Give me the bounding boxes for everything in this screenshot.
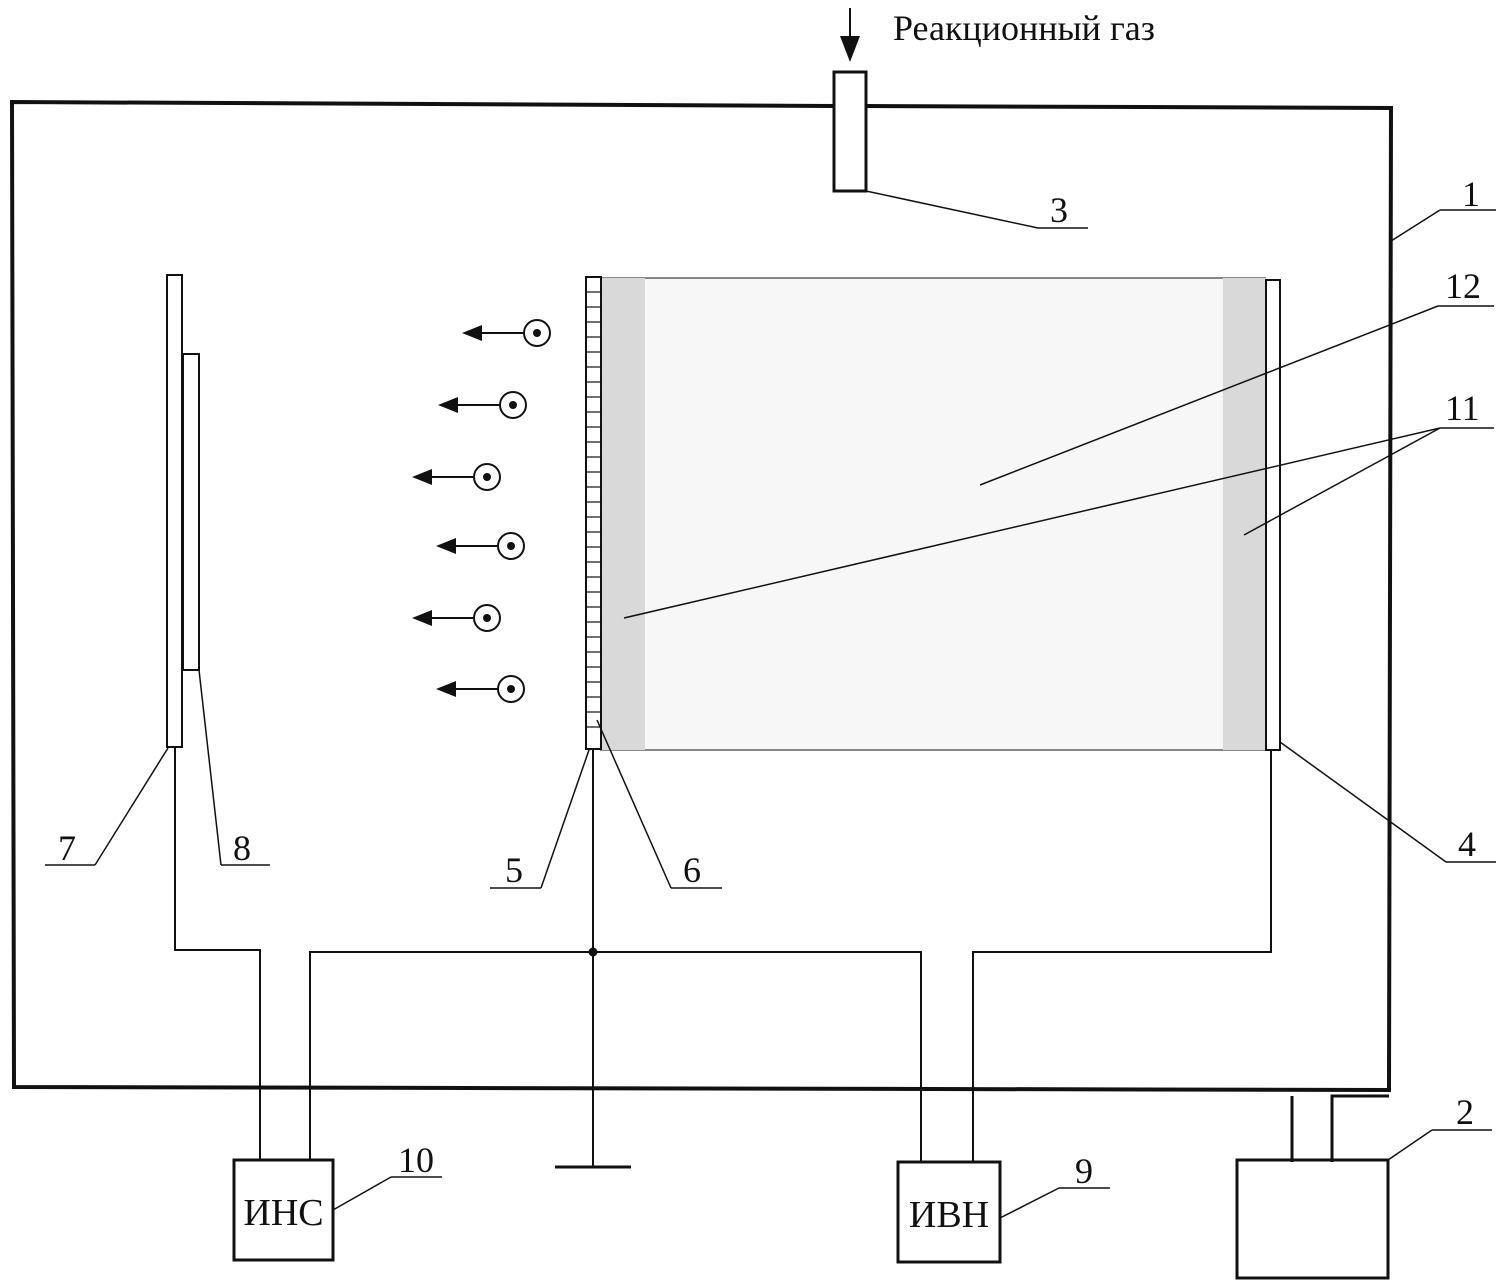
leader-2	[1388, 1130, 1432, 1160]
callout-9: 9	[1075, 1151, 1093, 1191]
substrate	[183, 354, 199, 670]
leader-5	[541, 750, 589, 888]
leader-1	[1391, 210, 1440, 241]
wiring	[175, 748, 1271, 1167]
gas-label: Реакционный газ	[893, 8, 1155, 48]
callout-7: 7	[58, 828, 76, 868]
ins-supply: ИНС 10	[234, 1140, 442, 1260]
gas-inlet-nozzle	[834, 72, 866, 191]
junction-node	[589, 948, 598, 957]
ion-beam	[412, 320, 550, 702]
ion-particle	[438, 392, 526, 418]
back-electrode	[1266, 280, 1280, 750]
wire-ivn-to-back-electrode	[973, 750, 1271, 1162]
callout-11: 11	[1445, 388, 1480, 428]
leader-7	[95, 748, 168, 865]
plasma-volume	[645, 278, 1223, 750]
plasma-source	[586, 277, 1280, 750]
ion-particle	[412, 605, 500, 631]
callout-6: 6	[683, 850, 701, 890]
emissive-layer-left	[601, 278, 645, 750]
wire-ins-to-ivn	[310, 952, 921, 1162]
wire-holder-to-ins	[175, 748, 260, 1160]
vacuum-pump: 2	[1237, 1092, 1492, 1278]
leader-9	[1000, 1188, 1059, 1218]
callout-group-3: 3	[866, 190, 1088, 230]
callout-8: 8	[233, 828, 251, 868]
callout-2: 2	[1456, 1092, 1474, 1132]
callout-1: 1	[1462, 174, 1480, 214]
ivn-supply: ИВН 9	[898, 1151, 1110, 1262]
leader-4	[1280, 742, 1446, 862]
pump-pipe-right	[1332, 1096, 1389, 1162]
ion-particle	[462, 320, 550, 346]
ins-label: ИНС	[243, 1192, 323, 1234]
grid-electrode	[586, 277, 601, 749]
leader-10	[333, 1177, 391, 1210]
substrate-assembly: 7 8	[45, 275, 270, 868]
callout-5: 5	[505, 850, 523, 890]
callout-12: 12	[1445, 266, 1481, 306]
ion-particle	[436, 676, 524, 702]
emissive-layer-right	[1223, 278, 1266, 750]
callout-4: 4	[1458, 824, 1476, 864]
substrate-holder	[167, 275, 182, 747]
pump-box	[1237, 1160, 1388, 1278]
gas-inlet: Реакционный газ	[834, 8, 1155, 191]
leader-8	[199, 670, 221, 865]
leader-11-right	[1244, 428, 1440, 535]
callout-10: 10	[398, 1140, 434, 1180]
grid-frame	[586, 277, 601, 749]
callout-3: 3	[1050, 190, 1068, 230]
gas-flow-arrowhead	[840, 36, 860, 62]
leader-3	[866, 191, 1038, 228]
ion-particle	[412, 464, 500, 490]
ivn-label: ИВН	[909, 1194, 989, 1236]
ion-particle	[436, 533, 524, 559]
